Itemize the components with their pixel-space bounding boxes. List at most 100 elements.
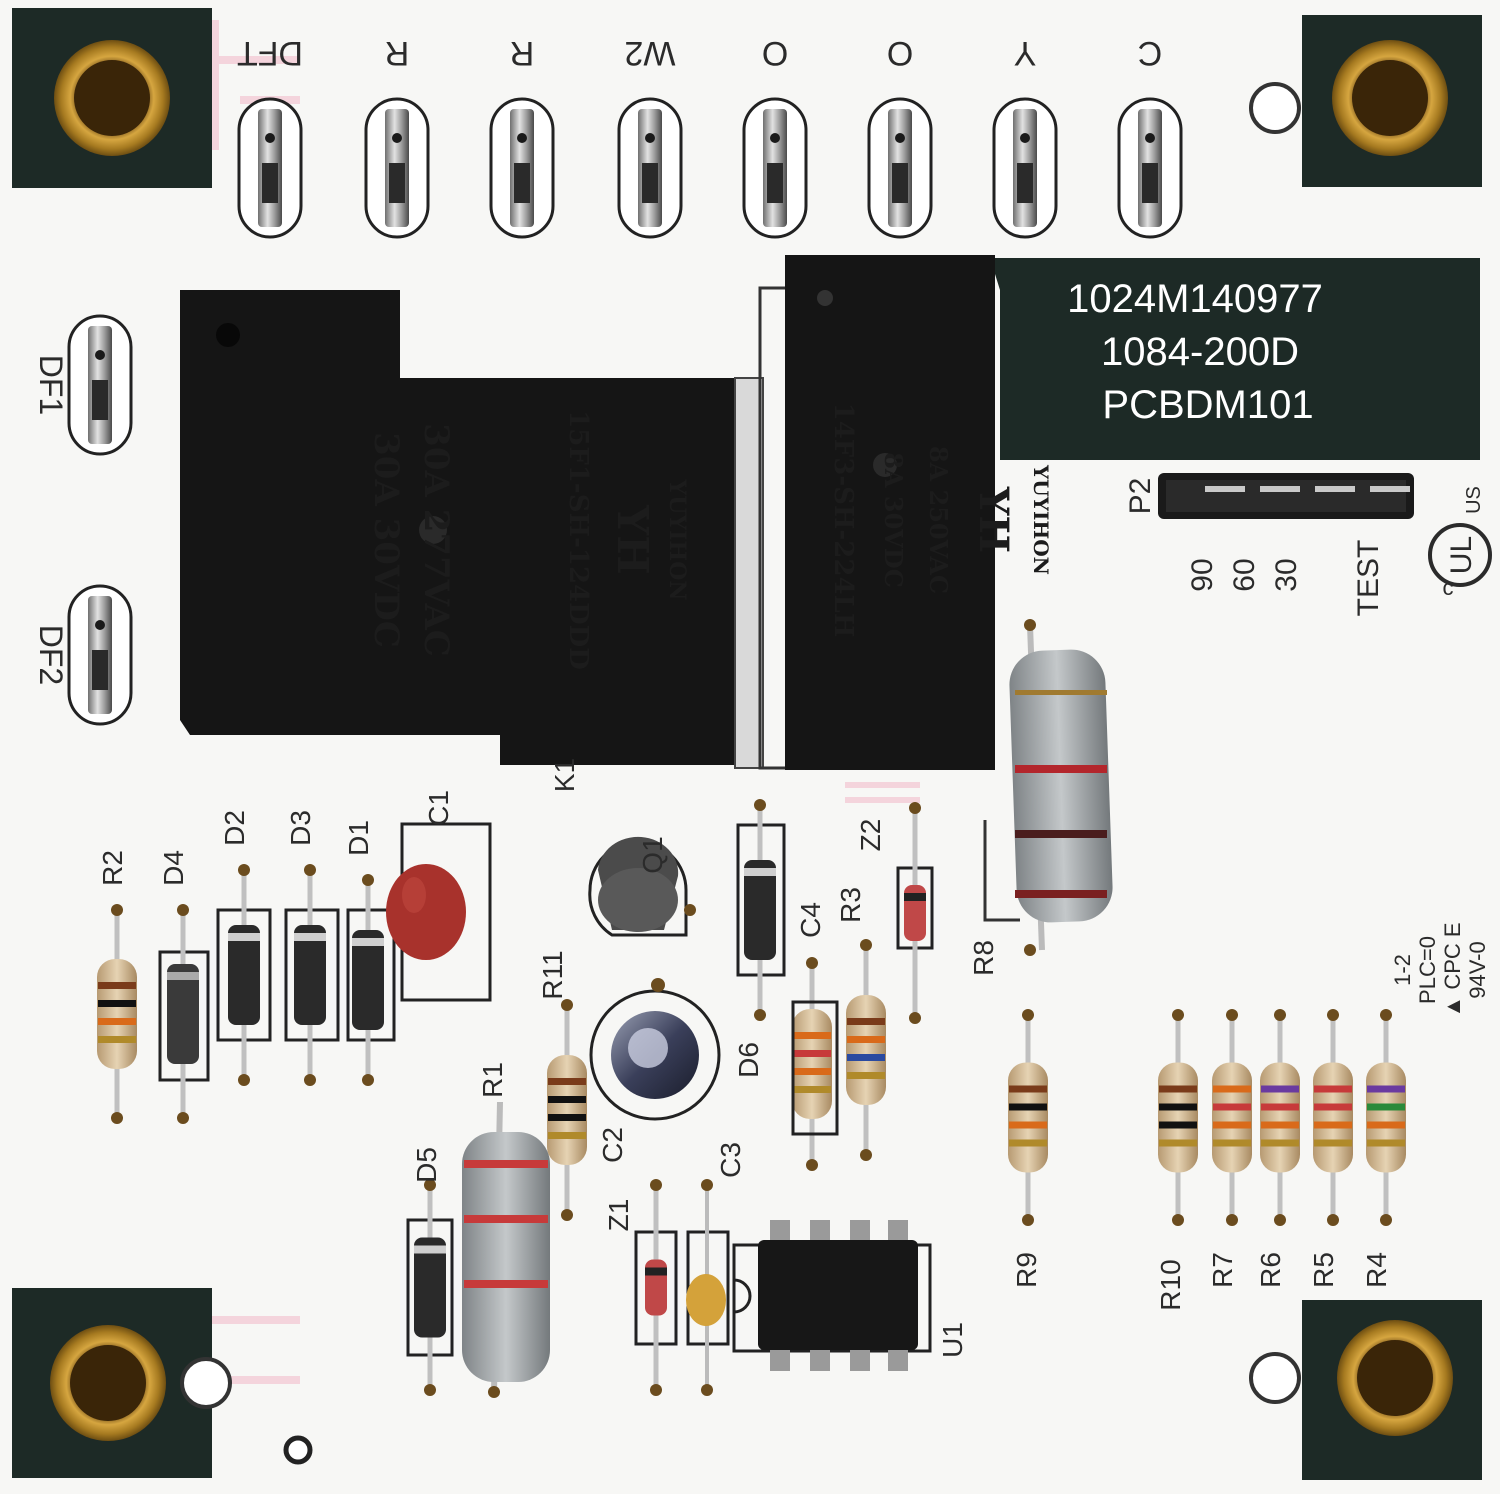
q1-designator: Q1 — [637, 836, 668, 873]
r3-designator: R3 — [835, 887, 866, 923]
c1-designator: C1 — [423, 790, 454, 826]
r10-designator: R10 — [1155, 1259, 1186, 1310]
k2-brand-sub: YUYIHON — [1029, 464, 1053, 575]
capacitor-c2: C2 — [589, 978, 721, 1163]
resistor-r4 — [1366, 1009, 1406, 1226]
label-line-2: 1084-200D — [1101, 330, 1299, 374]
resistor-r1: R1 — [462, 1062, 550, 1398]
resistor-r11 — [547, 999, 587, 1221]
terminal-label-0: DFT — [237, 34, 303, 72]
k1-brand-sub: YUYIHON — [664, 479, 690, 601]
d5-designator: D5 — [411, 1147, 442, 1183]
mounting-hole-bottom-left — [12, 1288, 313, 1478]
c2-designator: C2 — [597, 1127, 628, 1163]
ic-u1: U1 — [732, 1220, 968, 1371]
p2-pos-test: TEST — [1352, 540, 1385, 617]
terminal-label-6: Y — [1014, 34, 1037, 72]
mounting-hole-top-right — [1249, 15, 1482, 187]
resistor-c4body — [792, 957, 832, 1171]
terminal-o-5[interactable]: spade-terminal-icon — [867, 97, 933, 239]
r9-designator: R9 — [1011, 1252, 1042, 1288]
diode-d4 — [158, 904, 210, 1124]
left-terminal-column: spade-terminal-iconDF1spade-terminal-ico… — [33, 314, 133, 726]
diode-d3 — [284, 864, 340, 1086]
k2-brand: YH — [970, 486, 1017, 553]
p2-pos-60: 60 — [1228, 558, 1261, 591]
capacitor-c3: C3 — [686, 1142, 746, 1396]
terminal-label-7: C — [1138, 34, 1163, 72]
resistor-r10 — [1158, 1009, 1198, 1226]
k1-rating-2: 30A 30VDC — [366, 432, 406, 648]
terminal-o-4[interactable]: spade-terminal-icon — [742, 97, 808, 239]
r8-designator: R8 — [968, 940, 999, 976]
k1-designator: K1 — [549, 758, 580, 792]
terminal-r-2[interactable]: spade-terminal-icon — [489, 97, 555, 239]
diode-d6 — [736, 799, 786, 1021]
r2-designator: R2 — [97, 850, 128, 886]
u1-designator: U1 — [937, 1322, 968, 1358]
resistor-r6 — [1260, 1009, 1300, 1226]
resistor-r9 — [1008, 1009, 1048, 1226]
k2-rating-2: 8A 30VDC — [879, 452, 908, 588]
r11-designator: R11 — [537, 950, 568, 999]
resistor-r5 — [1313, 1009, 1353, 1226]
cert-line-4: 94V-0 — [1465, 941, 1490, 999]
terminal-c-7[interactable]: spade-terminal-icon — [1117, 97, 1183, 239]
k2-rating-1: 8A 250VAC — [924, 446, 953, 594]
p2-pos-30: 30 — [1270, 558, 1303, 591]
svg-text:UL: UL — [1445, 536, 1478, 574]
diode-z2 — [896, 802, 934, 1024]
k1-brand: YH — [608, 504, 657, 575]
d1-designator: D1 — [343, 820, 374, 856]
ul-listed-mark-icon: UL c US — [1428, 486, 1492, 600]
diode-d1 — [346, 874, 396, 1086]
r6-designator: R6 — [1255, 1252, 1286, 1288]
mounting-hole-bottom-right — [1249, 1300, 1482, 1480]
r4-designator: R4 — [1361, 1252, 1392, 1288]
k1-model: 15F1-SH-124DDD — [563, 410, 593, 670]
c4-designator: C4 — [795, 902, 826, 938]
terminal-r-1[interactable]: spade-terminal-icon — [364, 97, 430, 239]
terminal-label-df1: DF1 — [33, 355, 69, 415]
terminal-label-1: R — [385, 34, 410, 72]
cert-line-3: ▲ CPC E — [1440, 922, 1465, 1017]
diode-d5 — [406, 1179, 454, 1396]
cert-line-2: PLC=0 — [1415, 936, 1440, 1004]
terminal-dft-0[interactable]: spade-terminal-icon — [237, 97, 303, 239]
terminal-label-2: R — [510, 34, 535, 72]
mounting-hole-top-left — [12, 8, 212, 188]
certification-text: 1-2 PLC=0 ▲ CPC E 94V-0 — [1390, 922, 1490, 1017]
terminal-label-4: O — [762, 34, 788, 72]
ul-us-text: US — [1463, 486, 1485, 514]
cert-line-1: 1-2 — [1390, 954, 1415, 986]
label-line-1: 1024M140977 — [1067, 277, 1323, 321]
r7-designator: R7 — [1207, 1252, 1238, 1288]
terminal-label-3: W2 — [625, 34, 676, 72]
part-number-label: 1024M140977 1084-200D PCBDM101 — [990, 258, 1480, 460]
p2-header[interactable]: P2 90 60 30 TEST — [1124, 473, 1414, 616]
r5-designator: R5 — [1308, 1252, 1339, 1288]
terminal-label-5: O — [887, 34, 913, 72]
ul-c-text: c — [1443, 575, 1454, 600]
terminal-df2[interactable]: spade-terminal-icon — [67, 584, 133, 726]
z1-designator: Z1 — [603, 1199, 634, 1232]
terminal-y-6[interactable]: spade-terminal-icon — [992, 97, 1058, 239]
relay-k2: YH YUYIHON 8A 250VAC 8A 30VDC 14F3-SH-22… — [758, 255, 1053, 770]
transistor-q1: Q1 — [588, 836, 696, 937]
d2-designator: D2 — [219, 810, 250, 846]
terminal-df1[interactable]: spade-terminal-icon — [67, 314, 133, 456]
d6-designator: D6 — [733, 1042, 764, 1078]
terminal-w2-3[interactable]: spade-terminal-icon — [617, 97, 683, 239]
capacitor-c1: C1 — [386, 790, 492, 1002]
d3-designator: D3 — [285, 810, 316, 846]
resistor-r8: R8 — [968, 619, 1113, 976]
k1-rating-1: 30A 277VAC — [416, 423, 456, 657]
resistor-r3 — [846, 939, 886, 1161]
diode-z1 — [634, 1179, 678, 1396]
r1-designator: R1 — [477, 1062, 508, 1098]
p2-pos-90: 90 — [1186, 558, 1219, 591]
c3-designator: C3 — [715, 1142, 746, 1178]
z2-designator: Z2 — [855, 819, 886, 852]
